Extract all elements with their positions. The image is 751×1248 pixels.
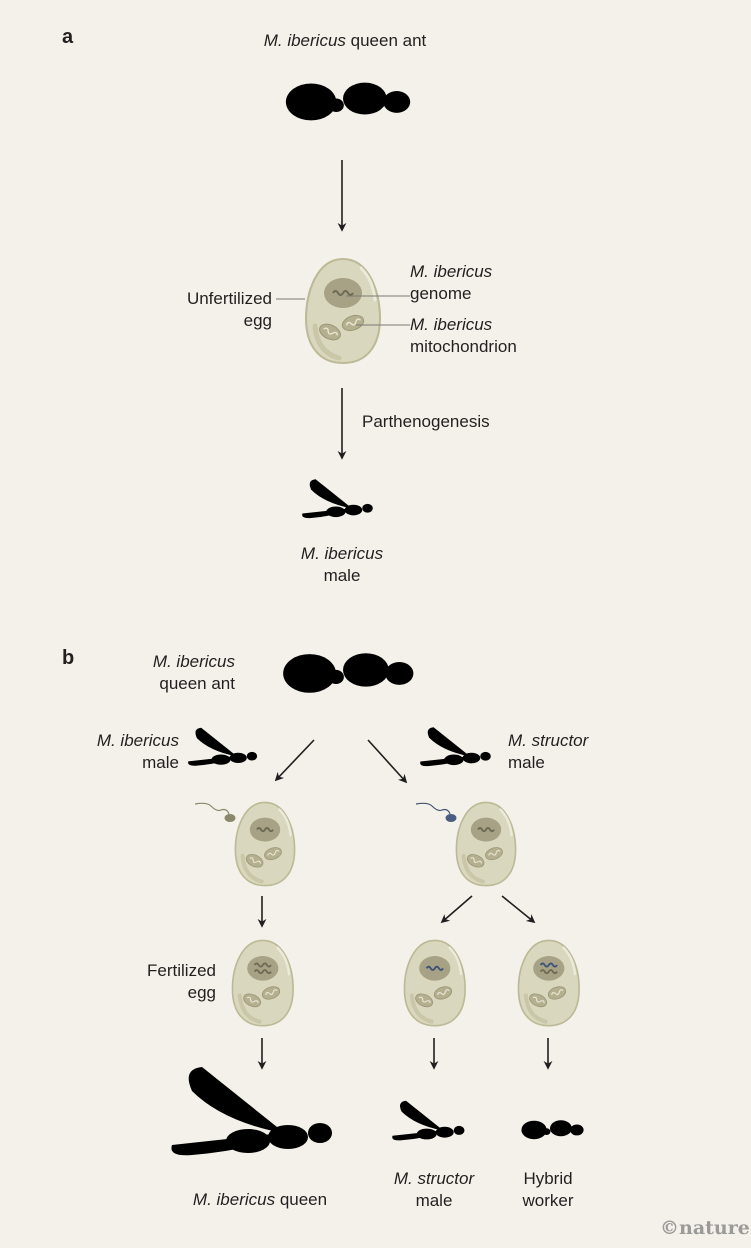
species-name: M. ibericus [192,1190,276,1209]
label-line: male [508,753,545,772]
hybrid-worker-icon [506,1114,594,1156]
mitochondrion-label: M. ibericus mitochondrion [410,314,517,358]
label-line: egg [243,311,272,330]
panel-a-queen-label: M. ibericus queen ant [200,30,490,52]
fertilized-egg-icon [230,938,296,1030]
label-line: male [323,566,361,585]
species-name: M. ibericus [152,652,235,671]
parthenogenesis-label: Parthenogenesis [362,412,490,431]
label-rest: queen ant [345,31,427,50]
label-line: worker [522,1191,574,1210]
label-line: Hybrid [523,1169,573,1188]
arrow-icon [337,388,347,460]
egg-cell-icon [303,256,383,366]
winged-ant-icon [184,724,270,778]
structor-egg-icon [402,938,468,1030]
leader-lines [276,295,410,326]
sperm-icon [194,802,230,815]
species-name: M. ibericus [263,31,346,50]
outcome-structor-male-label: M. structor male [374,1168,494,1212]
arrow-icon [429,1038,439,1070]
arrow-icon [440,895,536,924]
structor-male-label: M. structor male [508,730,588,774]
outcome-hybrid-worker-label: Hybrid worker [498,1168,598,1212]
species-name: M. ibericus [410,315,493,334]
outcome-ibericus-queen-label: M. ibericus queen [150,1189,370,1211]
label-line: genome [410,284,472,303]
arrow-icon [257,1038,267,1070]
species-name: M. structor [393,1169,475,1188]
label-line: queen ant [159,674,235,693]
unfertilized-egg-label: Unfertilized egg [140,288,272,332]
sperm-icon [415,802,451,815]
label-line: mitochondrion [410,337,517,356]
genome-label: M. ibericus genome [410,261,492,305]
species-name: M. ibericus [300,544,384,563]
panel-a-male-label: M. ibericus male [262,543,422,587]
nature-credit-logo: ©nature [660,1217,750,1239]
label-line: Unfertilized [186,289,272,308]
panel-b-label: b [62,647,75,669]
species-name: M. ibericus [96,731,179,750]
arrow-icon [274,739,408,784]
hybrid-egg-icon [516,938,582,1030]
fertilizing-egg-icon [415,796,524,892]
fertilized-egg-label: Fertilized egg [100,960,216,1004]
fertilizing-egg-icon [194,796,303,892]
label-line: Fertilized [147,961,216,980]
label-rest: queen [275,1190,328,1209]
species-name: M. ibericus [410,262,493,281]
panel-b-queen-label: M. ibericus queen ant [110,651,235,695]
queen-ant-icon [243,640,443,728]
winged-queen-ant-icon [162,1058,362,1184]
winged-ant-icon [298,476,386,530]
panel-a-label: a [62,26,74,48]
label-line: egg [187,983,216,1002]
arrow-icon [337,160,347,232]
ibericus-male-label: M. ibericus male [60,730,179,774]
label-line: male [142,753,179,772]
queen-ant-icon [243,70,443,154]
structor-male-icon [388,1098,478,1152]
species-name: M. structor [508,731,589,750]
label-line: male [415,1191,453,1210]
arrow-icon [543,1038,553,1070]
arrow-icon [257,896,267,928]
